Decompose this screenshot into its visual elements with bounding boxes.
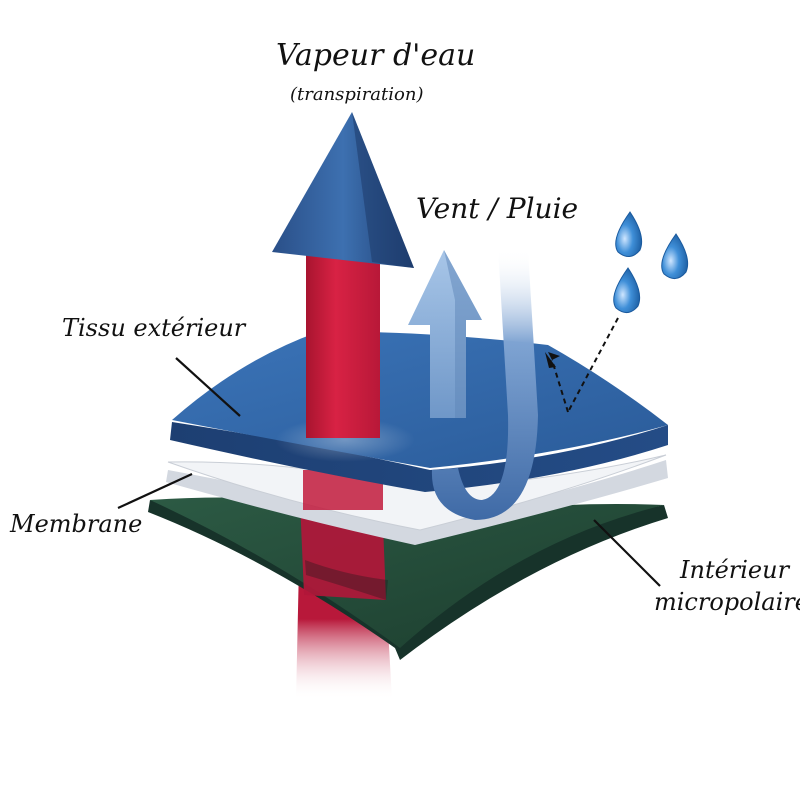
vapour-column-upper: [306, 250, 380, 438]
vapour-title-label: Vapeur d'eau: [276, 38, 476, 73]
upward-arrow-icon: [408, 250, 482, 418]
rain-deflection-arrow: [545, 317, 619, 413]
wind-rain-label: Vent / Pluie: [416, 192, 579, 225]
leader-line-outer-fabric: [175, 357, 241, 417]
water-drop-icon: [613, 267, 641, 313]
inner-fleece-label-line1: Intérieur: [680, 556, 790, 584]
water-drop-icon: [661, 233, 689, 279]
leader-line-membrane: [117, 473, 193, 509]
outer-fabric-label: Tissu extérieur: [62, 314, 246, 342]
inner-fleece-label-line2: micropolaire: [654, 588, 800, 616]
water-drop-icon: [615, 211, 643, 257]
leader-line-inner-fleece: [593, 519, 661, 587]
membrane-label: Membrane: [10, 510, 143, 538]
vapour-subtitle-label: (transpiration): [290, 84, 424, 105]
bent-arrow-icon: [431, 248, 538, 520]
inner-fleece-layer: [148, 497, 668, 660]
